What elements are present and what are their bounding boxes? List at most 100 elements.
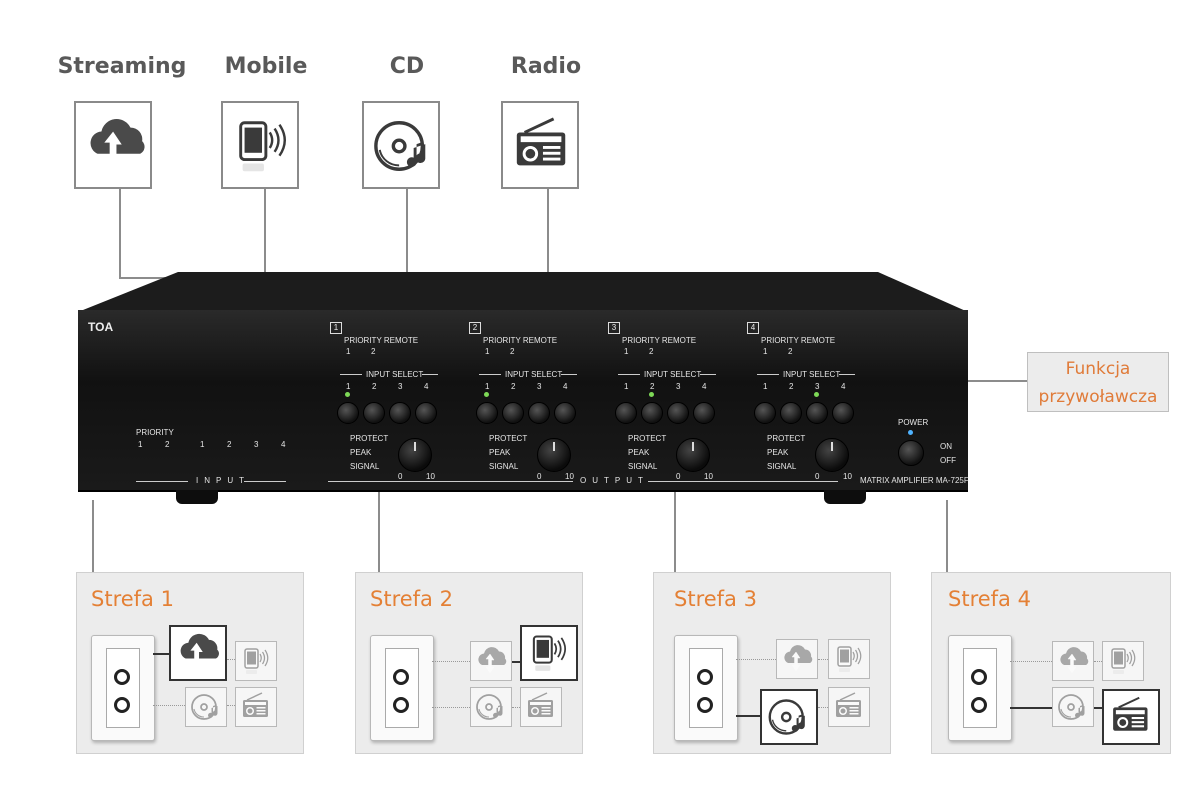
input-select-button-1[interactable] <box>615 402 637 424</box>
sel-3: 3 <box>398 382 403 391</box>
input-line-left <box>136 481 188 482</box>
zone-card-1: Strefa 1 <box>76 572 304 754</box>
connector-streaming <box>119 189 121 279</box>
zone-source-streaming <box>169 625 227 681</box>
input-select-button-2[interactable] <box>641 402 663 424</box>
sel-2: 2 <box>789 382 794 391</box>
protect-label: PROTECT <box>489 434 528 443</box>
cd-music-icon <box>476 694 504 720</box>
wall-remote-panel <box>674 635 738 741</box>
signal-label: SIGNAL <box>628 462 658 471</box>
zone-source-mobile <box>1102 641 1144 681</box>
input-select-button-1[interactable] <box>337 402 359 424</box>
zone-number: 4 <box>747 322 759 334</box>
link-active <box>1010 707 1052 709</box>
panel-knob-bottom <box>697 697 713 713</box>
select-line <box>561 374 577 375</box>
input-label: INPUT <box>196 476 250 485</box>
led-indicator <box>484 392 489 397</box>
zone-title: Strefa 3 <box>674 587 757 611</box>
pr-2: 2 <box>510 347 515 356</box>
connector-zone-1 <box>92 500 94 573</box>
knob-min: 0 <box>398 472 403 481</box>
select-line <box>479 374 501 375</box>
input-select-button-1[interactable] <box>476 402 498 424</box>
link-dotted <box>736 659 776 660</box>
connector-zone-2 <box>378 492 380 573</box>
knob-max: 10 <box>426 472 435 481</box>
sel-1: 1 <box>346 382 351 391</box>
output-line-left <box>328 481 573 482</box>
link-active <box>736 715 760 717</box>
panel-knob-top <box>697 669 713 685</box>
input-select-button-4[interactable] <box>832 402 854 424</box>
power-on-label: ON <box>940 442 952 451</box>
connector-streaming-h <box>119 277 179 279</box>
input-select-button-3[interactable] <box>667 402 689 424</box>
link-dotted <box>153 705 185 706</box>
link-dotted <box>1010 661 1052 662</box>
priority-remote-label: PRIORITY REMOTE <box>761 336 836 345</box>
signal-label: SIGNAL <box>767 462 797 471</box>
input-select-button-2[interactable] <box>363 402 385 424</box>
volume-knob[interactable] <box>537 438 571 472</box>
input-select-button-4[interactable] <box>693 402 715 424</box>
zone-card-2: Strefa 2 <box>355 572 583 754</box>
zone-source-radio <box>520 687 562 727</box>
output-line-right <box>648 481 838 482</box>
zone-title: Strefa 2 <box>370 587 453 611</box>
knob-max: 10 <box>704 472 713 481</box>
input-select-label: INPUT SELECT <box>505 370 563 379</box>
input-select-label: INPUT SELECT <box>644 370 702 379</box>
input-select-button-4[interactable] <box>554 402 576 424</box>
sel-4: 4 <box>424 382 429 391</box>
cd-music-icon <box>1058 694 1086 720</box>
input-select-button-3[interactable] <box>528 402 550 424</box>
power-off-label: OFF <box>940 456 956 465</box>
sel-3: 3 <box>676 382 681 391</box>
link-active <box>512 661 520 663</box>
brand-logo: TOA <box>88 320 114 334</box>
input-select-button-2[interactable] <box>780 402 802 424</box>
input-select-button-2[interactable] <box>502 402 524 424</box>
zone-title: Strefa 1 <box>91 587 174 611</box>
input-select-button-3[interactable] <box>806 402 828 424</box>
input-select-button-1[interactable] <box>754 402 776 424</box>
callout-line-2: przywoławcza <box>1038 387 1158 407</box>
signal-label: SIGNAL <box>350 462 380 471</box>
amplifier-front-panel: TOA PRIORITY 1 2 1 2 3 4 INPUT OUTPUT MA… <box>78 310 969 492</box>
pr-2: 2 <box>371 347 376 356</box>
mobile-phone-wireless-icon <box>239 121 287 173</box>
connector-radio <box>547 189 549 274</box>
link-dotted <box>1094 661 1102 662</box>
panel-knob-bottom <box>393 697 409 713</box>
panel-face <box>689 648 723 728</box>
zone-source-cd <box>470 687 512 727</box>
radio-icon <box>515 117 567 167</box>
priority-remote-label: PRIORITY REMOTE <box>344 336 419 345</box>
select-line <box>618 374 640 375</box>
led-indicator <box>345 392 350 397</box>
source-box-mobile <box>221 101 299 189</box>
sel-2: 2 <box>511 382 516 391</box>
link-dotted <box>512 707 520 708</box>
source-box-cd <box>362 101 440 189</box>
peak-label: PEAK <box>489 448 511 457</box>
panel-face <box>106 648 140 728</box>
callout-line-1: Funkcja <box>1065 359 1131 379</box>
input-select-button-3[interactable] <box>389 402 411 424</box>
link-dotted <box>818 659 828 660</box>
zone-number: 2 <box>469 322 481 334</box>
input-select-button-4[interactable] <box>415 402 437 424</box>
volume-knob[interactable] <box>398 438 432 472</box>
volume-knob[interactable] <box>815 438 849 472</box>
cd-music-icon <box>374 121 428 171</box>
cloud-upload-download-icon <box>90 118 146 170</box>
power-button[interactable] <box>898 440 924 466</box>
source-box-radio <box>501 101 579 189</box>
sel-1: 1 <box>763 382 768 391</box>
peak-label: PEAK <box>767 448 789 457</box>
output-label: OUTPUT <box>580 476 649 485</box>
mobile-phone-wireless-icon <box>1111 648 1136 675</box>
volume-knob[interactable] <box>676 438 710 472</box>
